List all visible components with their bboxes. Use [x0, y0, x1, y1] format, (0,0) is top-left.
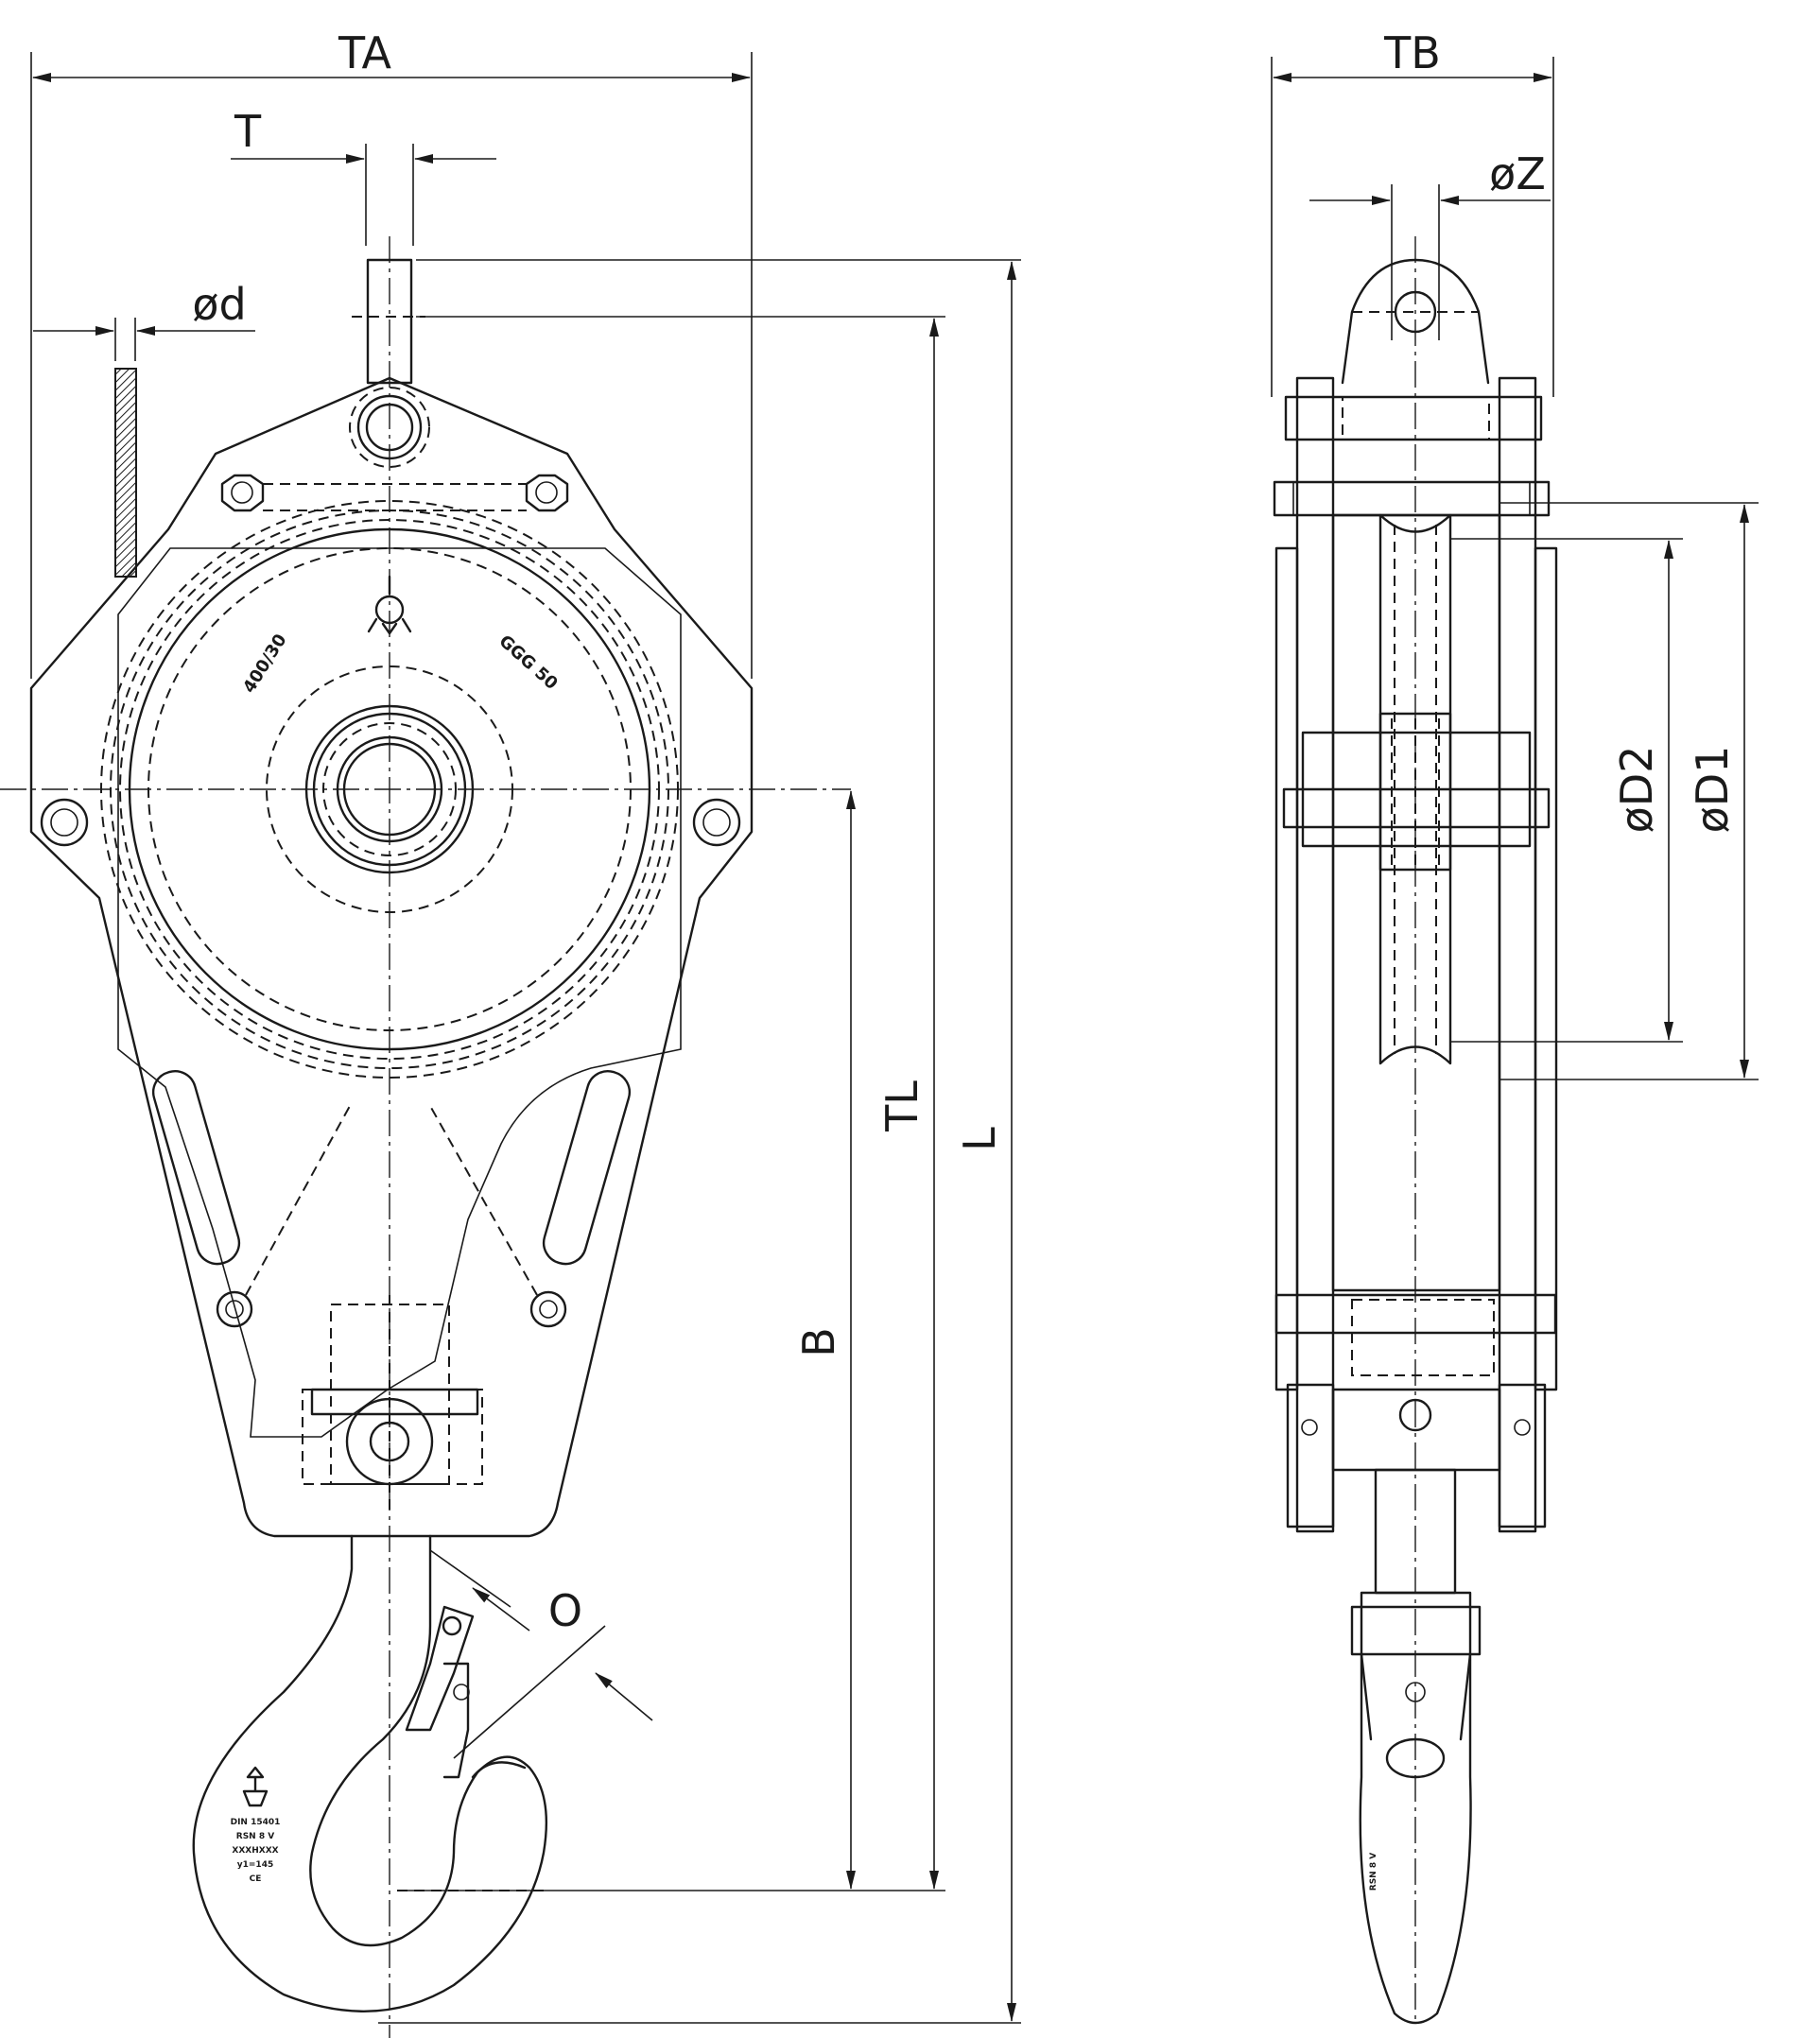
label-d1: øD1 — [1687, 746, 1738, 834]
side-view: TB øZ — [1271, 27, 1759, 2025]
side-top-bolts — [1273, 395, 1551, 517]
dimension-rope-d: ød — [33, 279, 255, 361]
hook-markings: DIN 15401 RSN 8 V XXXHXXX y1=145 CE — [231, 1766, 281, 1884]
sheave-marking-left: 400/30 — [239, 630, 290, 697]
label-z: øZ — [1489, 148, 1546, 199]
label-l: L — [954, 1127, 1005, 1151]
label-b: B — [793, 1327, 844, 1357]
sheave-marking-right: GGG 50 — [495, 631, 562, 694]
hook-marking-4: y1=145 — [237, 1860, 273, 1870]
top-bolts — [220, 474, 569, 512]
label-tl: TL — [876, 1080, 927, 1132]
hook-marking-1: DIN 15401 — [231, 1818, 281, 1827]
dimension-o: O — [429, 1549, 653, 1759]
inner-plate — [117, 547, 682, 1438]
dimension-l: L — [378, 259, 1021, 2024]
block-housing — [29, 376, 754, 1538]
dimension-b: B — [793, 790, 856, 1890]
hook-trunnion — [302, 1295, 483, 1512]
label-t: T — [234, 106, 262, 157]
crane-hook: DIN 15401 RSN 8 V XXXHXXX y1=145 CE — [192, 1534, 548, 2012]
side-sheave — [1282, 513, 1551, 1065]
side-bolts — [40, 798, 741, 1328]
label-d: ød — [192, 279, 246, 330]
dimension-tl: TL — [397, 316, 945, 1891]
dimension-tb: TB — [1271, 27, 1554, 397]
slot-left — [151, 1070, 241, 1266]
slot-right — [542, 1070, 632, 1266]
dimension-z: øZ — [1309, 148, 1551, 340]
dimension-t: T — [231, 106, 496, 246]
side-plates — [1274, 376, 1558, 1533]
hook-marking-2: RSN 8 V — [236, 1832, 274, 1841]
label-tb: TB — [1383, 27, 1441, 78]
label-ta: TA — [338, 27, 392, 78]
front-view: TA T ød — [0, 27, 1021, 2038]
dimension-d1: øD1 — [1499, 502, 1759, 1080]
dimension-d2: øD2 — [1450, 538, 1683, 1043]
dimension-ta: TA — [30, 27, 753, 679]
side-hook-marking: RSN 8 V — [1369, 1853, 1378, 1891]
wire-rope — [114, 368, 137, 578]
label-d2: øD2 — [1611, 746, 1662, 834]
label-o: O — [548, 1585, 582, 1636]
hook-marking-3: XXXHXXX — [232, 1846, 278, 1856]
hook-marking-5: CE — [250, 1874, 262, 1884]
